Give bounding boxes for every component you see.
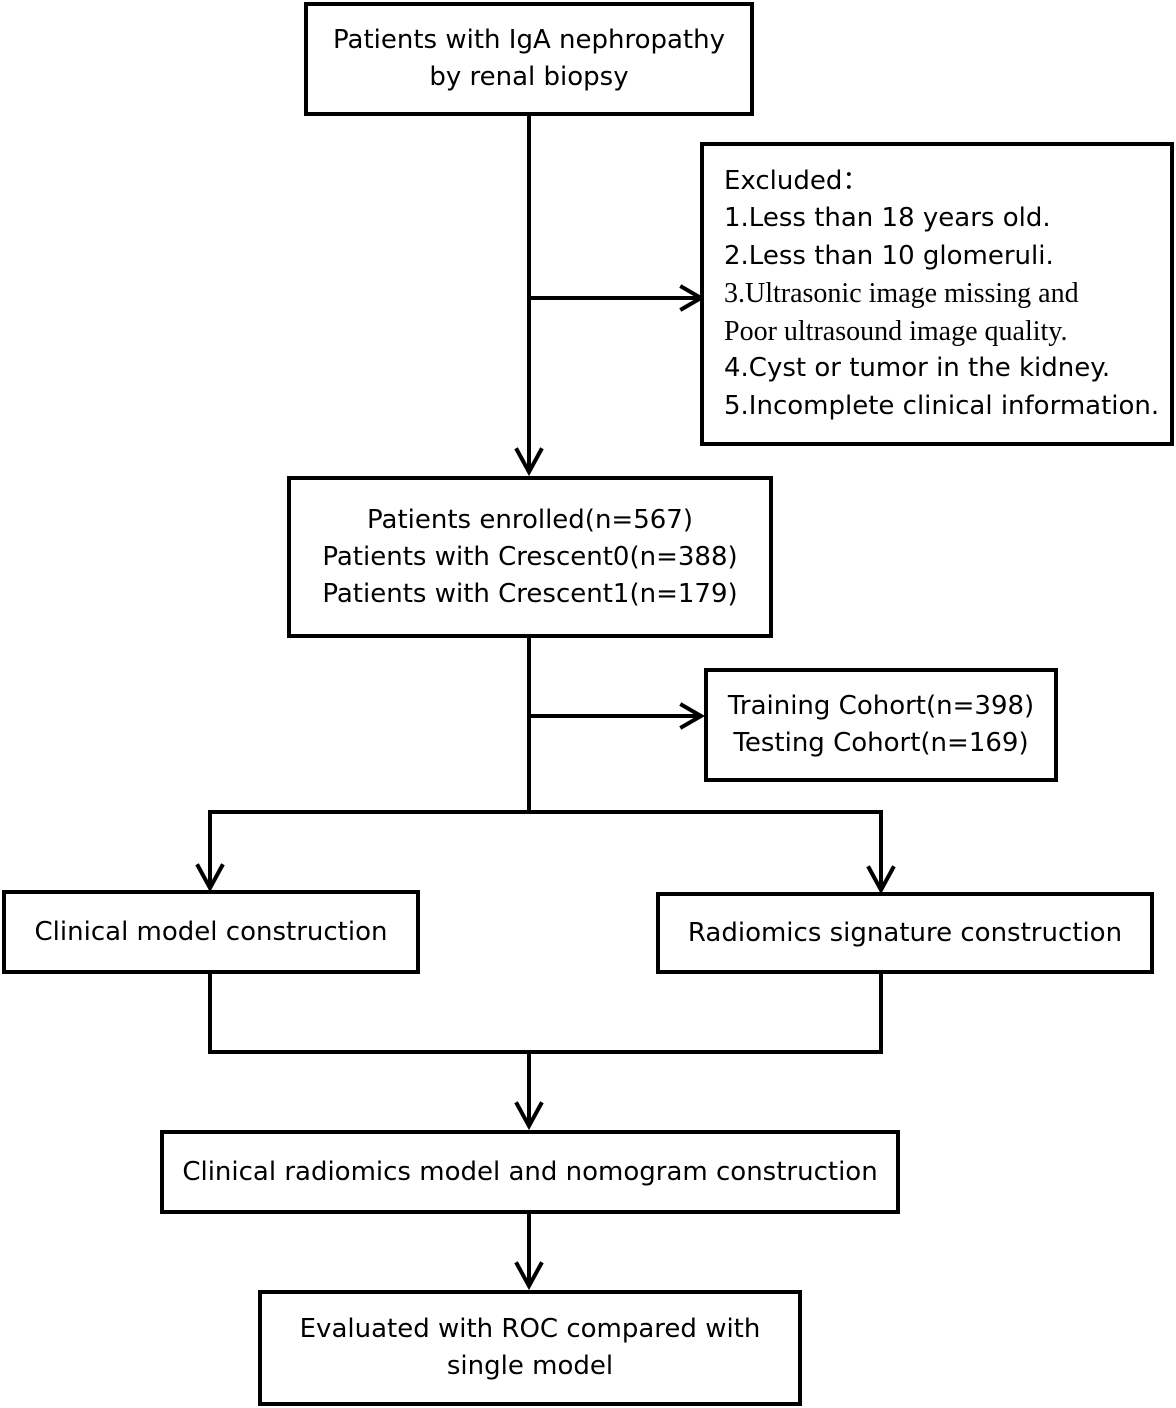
node-cohorts-line-1: Training Cohort(n=398) [727,691,1035,721]
arrowhead-radiomics [866,865,896,895]
node-enrolled-line-2: Patients with Crescent0(n=388) [322,541,738,572]
node-start-line-2: by renal biopsy [429,62,629,92]
excluded-item-4: 4.Cyst or tumor in the kidney. [724,353,1111,384]
excluded-item-3: 3.Ultrasonic image missing and [724,278,1079,310]
excluded-item-2: 2.Less than 10 glomeruli. [724,240,1054,271]
arrowhead-enrolled [514,447,544,477]
node-radiomics: Radiomics signature construction [656,892,1154,974]
node-cohorts-line-2: Testing Cohort(n=169) [733,728,1029,758]
node-cohorts: Training Cohort(n=398) Testing Cohort(n=… [704,668,1058,782]
node-enrolled-line-1: Patients enrolled(n=567) [367,504,693,535]
node-radiomics-line-1: Radiomics signature construction [687,917,1123,948]
node-start: Patients with IgA nephropathy by renal b… [304,2,754,116]
node-enrolled: Patients enrolled(n=567) Patients with C… [287,476,773,638]
arrowhead-cohorts [679,702,705,730]
node-clinical-line-1: Clinical model construction [34,916,388,947]
node-evaluated-line-1: Evaluated with ROC compared with [299,1314,761,1344]
node-combined: Clinical radiomics model and nomogram co… [160,1130,900,1214]
excluded-item-1: 1.Less than 18 years old. [724,203,1051,234]
node-evaluated-line-2: single model [446,1351,614,1381]
excluded-item-5: 5.Incomplete clinical information. [724,390,1160,421]
node-clinical: Clinical model construction [2,890,420,974]
node-enrolled-line-3: Patients with Crescent1(n=179) [322,578,738,609]
excluded-heading: Excluded： [724,165,869,196]
node-evaluated: Evaluated with ROC compared with single … [258,1290,802,1406]
excluded-item-3-cont: Poor ultrasound image quality. [724,315,1068,347]
node-start-line-1: Patients with IgA nephropathy [333,25,725,55]
arrowhead-evaluated [514,1261,544,1291]
arrowhead-combined [514,1101,544,1131]
node-excluded: Excluded： 1.Less than 18 years old. 2.Le… [700,142,1174,446]
node-combined-line-1: Clinical radiomics model and nomogram co… [182,1156,878,1187]
arrowhead-clinical [195,863,225,893]
